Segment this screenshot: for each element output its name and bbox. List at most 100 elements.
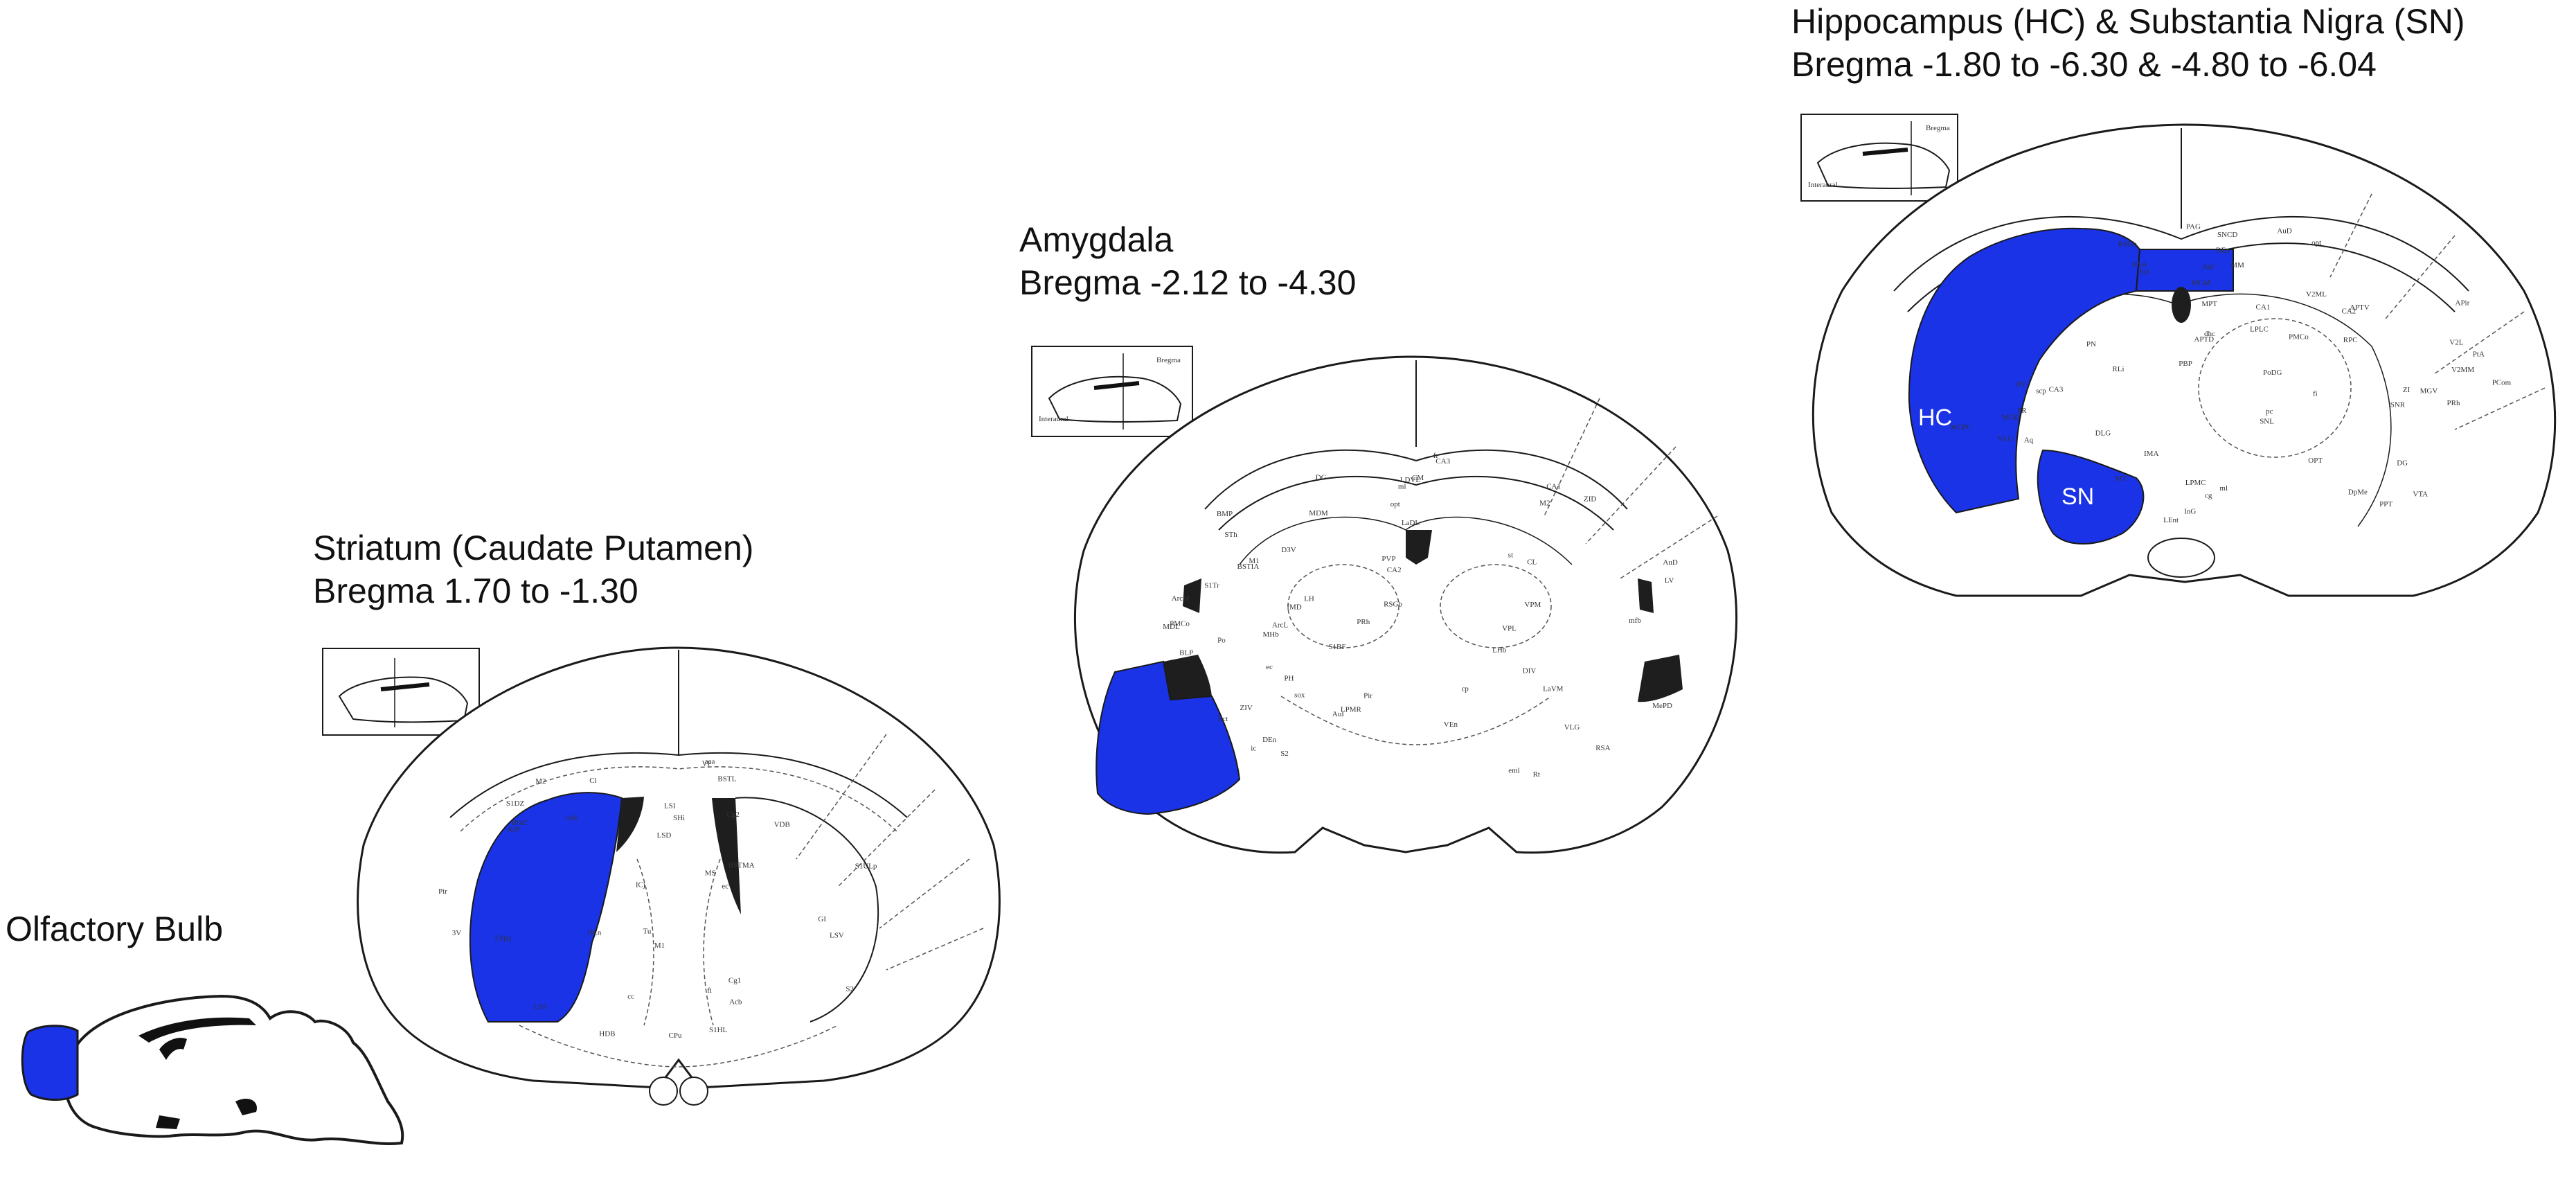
amygdala-inset-label-interaural: Interaural [1039, 415, 1068, 423]
amygdala-atlas-label: CM [1412, 474, 1424, 482]
hippocampus-atlas-label: MCPC [1951, 423, 1972, 432]
amygdala-atlas-label: VPM [1524, 601, 1541, 609]
amygdala-inset-label-bregma: Bregma [1156, 356, 1181, 364]
amygdala-atlas-label: ml [1398, 483, 1406, 491]
hippocampus-atlas-label: CA1 [2256, 303, 2271, 312]
striatum-atlas-label: LSD [657, 831, 672, 840]
amygdala-section-outline [1073, 355, 1738, 854]
hippocampus-atlas-label: RLi [2112, 365, 2124, 373]
amygdala-atlas-label: PH [1284, 675, 1294, 683]
hippocampus-atlas-label: ZI [2403, 386, 2410, 394]
hippocampus-atlas-label: APTD [2194, 335, 2214, 344]
striatum-atlas-label: 3V [452, 929, 462, 937]
hippocampus-atlas-label: scp [2036, 387, 2046, 396]
striatum-atlas-label: IPAC [512, 819, 528, 827]
olfactory-bulb-title-line1: Olfactory Bulb [6, 910, 224, 948]
olfactory-bulb-highlight [21, 1025, 79, 1101]
striatum-atlas-label: LSI [664, 802, 676, 811]
hippocampus-panel: Hippocampus (HC) & Substantia Nigra (SN)… [1790, 0, 2576, 610]
hippocampus-atlas-label: MPT [2201, 300, 2217, 308]
amygdala-atlas-label: cp [1462, 685, 1469, 693]
amygdala-atlas-label: BMP [1217, 510, 1233, 518]
amygdala-atlas-label: Rt [1533, 770, 1540, 779]
amygdala-atlas-label: ArcL [1272, 621, 1288, 630]
hippocampus-inset-diagram: Interaural Bregma [1800, 114, 1958, 202]
amygdala-atlas-label: S2 [1280, 750, 1289, 758]
striatum-atlas-label: Cg2 [727, 811, 740, 819]
striatum-atlas-label: SHi [673, 814, 685, 822]
hippocampus-atlas-label: DEn [2216, 247, 2230, 255]
hippocampus-atlas-label: V2L [2449, 338, 2463, 346]
hippocampus-atlas-label: RPC [2343, 336, 2358, 344]
hippocampus-atlas-label: opt [2311, 238, 2321, 247]
hippocampus-dorsal-highlight [2135, 249, 2234, 292]
hippocampus-atlas-label: Ect [2139, 267, 2149, 276]
hippocampus-atlas-label: APTV [2350, 303, 2370, 312]
hippocampus-third-ventricle [2172, 287, 2191, 323]
hippocampus-atlas-label: fi [2313, 390, 2318, 398]
hippocampus-atlas-label: RSA [2132, 260, 2147, 269]
hindbrain-shape [235, 1098, 257, 1115]
striatum-title-line1: Striatum (Caudate Putamen) [313, 529, 754, 567]
amygdala-atlas-label: st [1508, 551, 1513, 560]
hippocampus-atlas-label: DpMe [2348, 488, 2368, 497]
amygdala-highlight [1095, 660, 1241, 815]
amygdala-atlas-label: PMCo [1170, 620, 1190, 628]
hippocampus-title-line1: Hippocampus (HC) & Substantia Nigra (SN) [1791, 2, 2465, 41]
amygdala-atlas-label: DIV [1523, 666, 1537, 675]
amygdala-atlas-label: VEn [1444, 720, 1458, 729]
hippocampus-atlas-label: OPT [2308, 457, 2323, 465]
amygdala-atlas-label: PVP [1381, 555, 1395, 563]
striatum-atlas-label: Acb [729, 998, 742, 1007]
amygdala-atlas-label: STh [1224, 531, 1237, 539]
olfactory-bulb-panel: Olfactory Bulb [0, 894, 415, 1185]
striatum-cortex-boundary [449, 752, 908, 818]
corpus-callosum-shape [138, 1017, 256, 1043]
amygdala-atlas-label: MDL [1163, 623, 1180, 631]
hippocampus-atlas-label: Aq [2024, 436, 2034, 444]
striatum-atlas-label: BSTL [717, 775, 736, 784]
amygdala-atlas-label: M1 [1249, 557, 1259, 565]
substantia-nigra-highlight [2037, 449, 2145, 545]
left-lateral-ventricle [616, 797, 644, 852]
right-lateral-ventricle [712, 798, 741, 914]
amygdala-atlas-label: LaDL [1402, 519, 1420, 527]
amygdala-atlas-label: MDM [1309, 509, 1328, 517]
amygdala-atlas-label: LDVL [1400, 476, 1421, 484]
striatum-atlas-label: S1ULp [855, 862, 877, 871]
hippocampus-atlas-label: CA2 [2342, 308, 2356, 316]
hippocampus-atlas-label: dhc [2204, 330, 2215, 338]
amygdala-atlas-label: ZIV [1240, 704, 1253, 712]
amygdala-atlas-label: PRh [1357, 618, 1370, 626]
amygdala-atlas-label: ec [1266, 663, 1273, 671]
striatum-atlas-label: ICj [636, 880, 645, 889]
substantia-nigra-region-label: SN [2061, 484, 2094, 510]
amygdala-atlas-label: LaVM [1543, 684, 1564, 693]
amygdala-title-line1: Amygdala [1019, 220, 1174, 259]
amygdala-atlas-label: opt [1390, 500, 1400, 508]
striatum-atlas-label: VDB [774, 820, 790, 829]
amygdala-atlas-label: AuD [1663, 558, 1677, 567]
hippocampus-atlas-label: IPF [2015, 380, 2026, 389]
amygdala-left-lateral-ventricle [1183, 578, 1201, 613]
brainstem-shape [156, 1115, 180, 1129]
hippocampus-atlas-label: ml [2219, 484, 2228, 493]
amygdala-atlas-label: Po [1217, 636, 1226, 644]
hippocampus-atlas-label: PMCo [2289, 333, 2309, 341]
striatum-atlas-label: AIP [507, 825, 519, 833]
hippocampus-atlas-label: PRh [2447, 399, 2460, 407]
hippocampus-atlas-label: LEnt [2163, 516, 2179, 524]
amygdala-atlas-label: MHb [1263, 630, 1280, 639]
hippocampus-atlas-label: SNR [2390, 401, 2406, 409]
hippocampus-coronal-section: Interaural Bregma HC SN RSAV2MMV2MLV2LRS… [1800, 114, 2557, 597]
striatum-atlas-label: Cl [589, 777, 596, 785]
striatum-atlas-label: M1 [654, 941, 665, 950]
striatum-atlas-label: M2 [535, 777, 546, 786]
hippocampus-atlas-label: VLG [1998, 434, 2014, 443]
amygdala-atlas-label: DEn [1262, 736, 1277, 744]
hippocampus-title: Hippocampus (HC) & Substantia Nigra (SN)… [1791, 0, 2465, 86]
amygdala-panel: Amygdala Bregma -2.12 to -4.30 Interaura… [1018, 218, 1794, 869]
amygdala-atlas-label: MePD [1652, 702, 1672, 710]
amygdala-atlas-label: CA2 [1387, 566, 1402, 574]
